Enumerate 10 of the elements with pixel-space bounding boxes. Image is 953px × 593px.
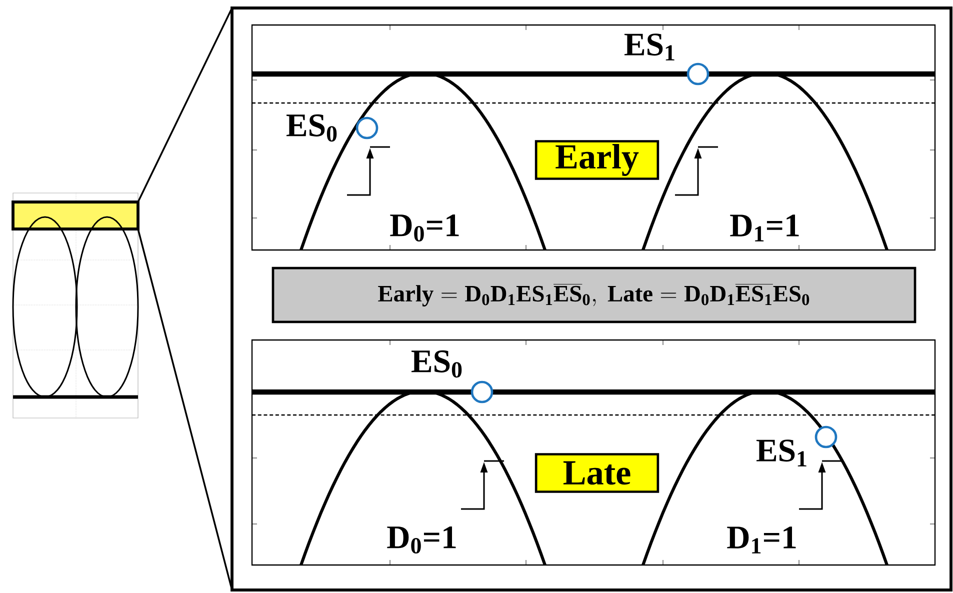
equation-box: $\mathbf{Early = D_0D_1ES_1\overline{ES}_0,\ Late = D_0D_1\overline{ES_1}ES_0}$ (272, 266, 916, 324)
data-label: D$_{0}$=1 (390, 214, 459, 242)
data-label: D$_{1}$=1 (727, 526, 796, 554)
state-box: Late (534, 453, 660, 493)
state-box: Early (534, 140, 660, 180)
curve-label: ES$_{1}$ (756, 440, 806, 466)
curve-label: ES$_{1}$ (624, 34, 674, 60)
data-label: D$_{1}$=1 (730, 214, 799, 242)
data-label: D$_{0}$=1 (387, 526, 456, 554)
curve-label: ES$_{0}$ (286, 114, 337, 142)
